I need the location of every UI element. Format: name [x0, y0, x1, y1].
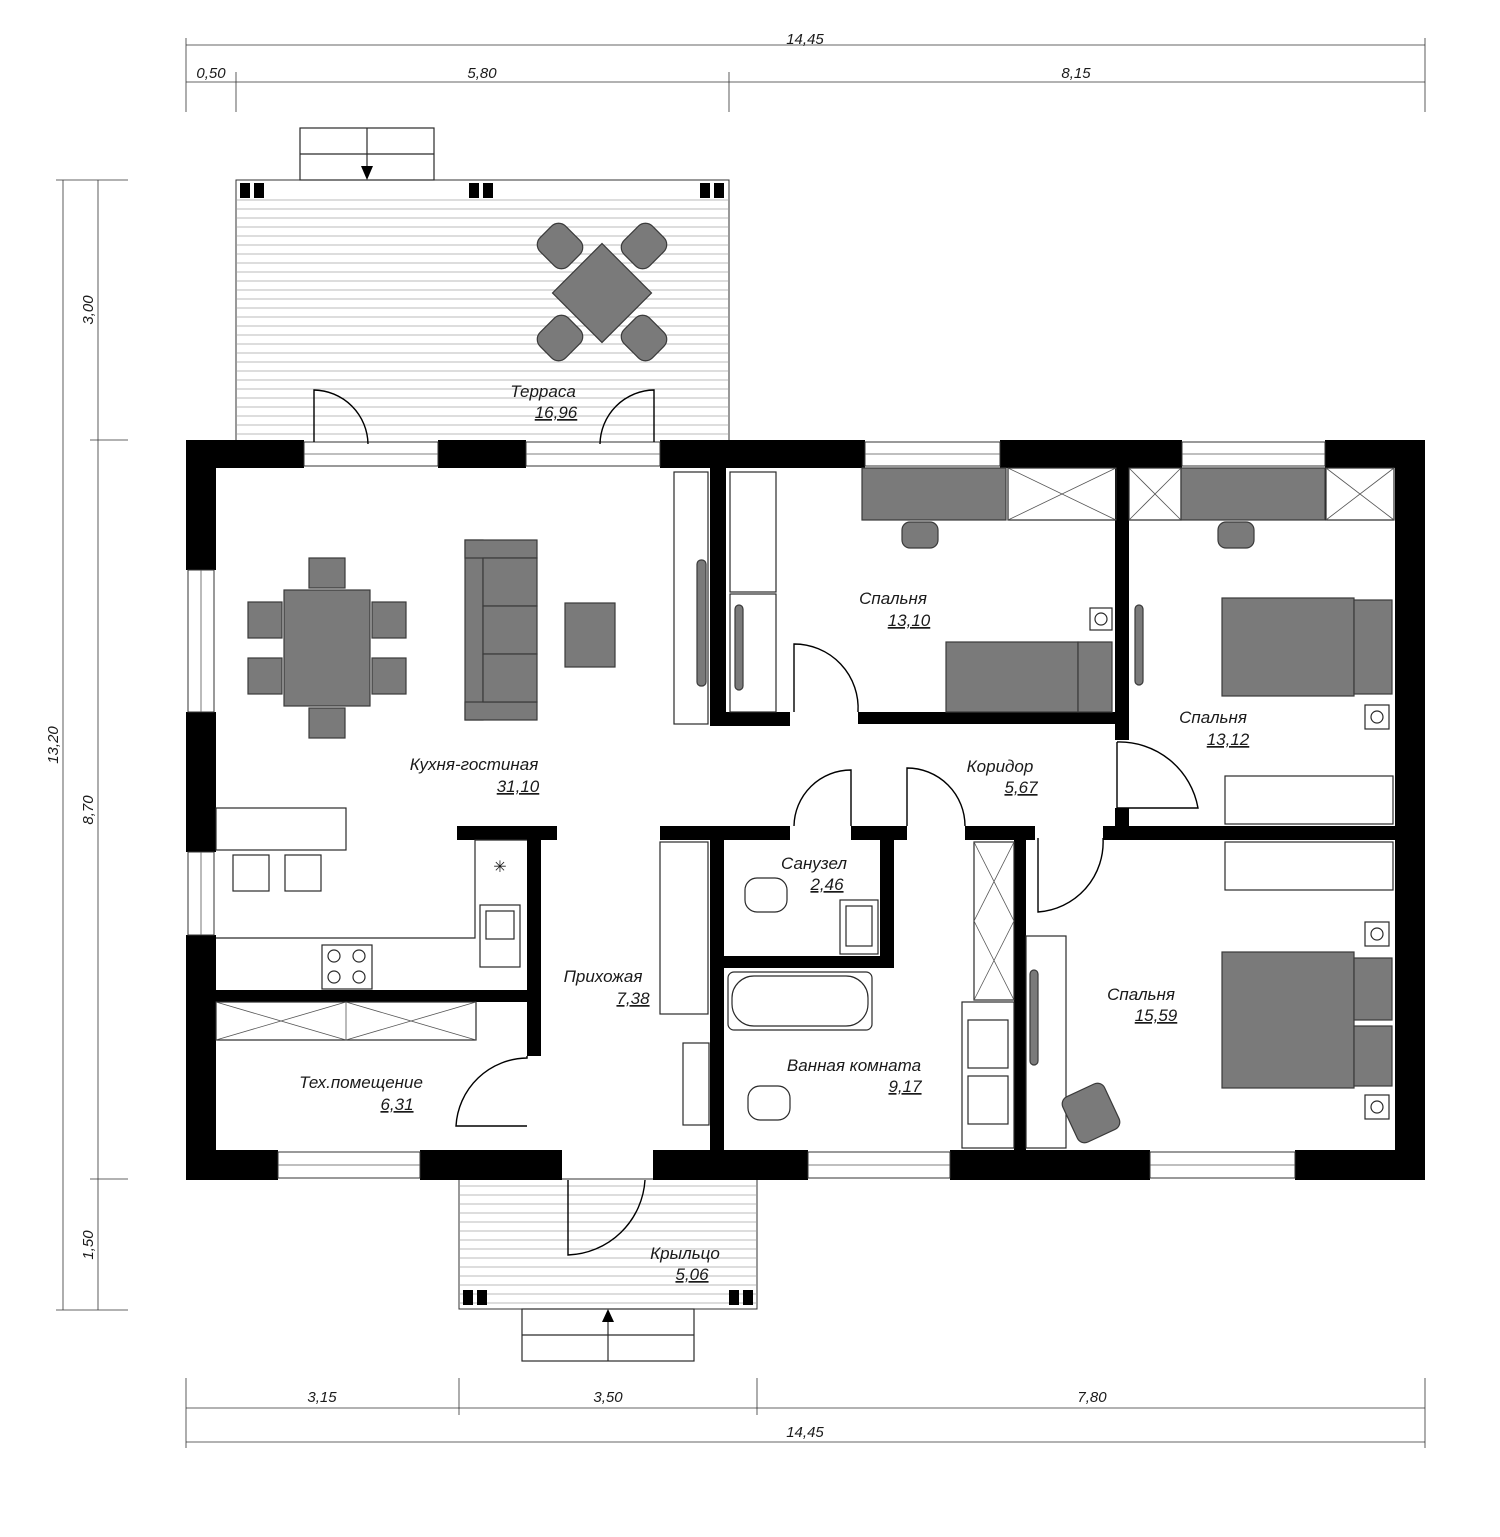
coffee-table: [564, 602, 616, 668]
kitchen-living-area: 31,10: [497, 777, 540, 796]
porch-name: Крыльцо: [650, 1244, 720, 1263]
dimension-lines: [56, 38, 1426, 1448]
bedroom3-area: 15,59: [1135, 1006, 1178, 1025]
terrace-name: Терраса: [510, 382, 576, 401]
bedroom3-name: Спальня: [1107, 985, 1175, 1004]
terrace: [235, 127, 730, 443]
terrace-area: 16,96: [535, 403, 578, 422]
dim-bottom-seg3: 7,80: [1077, 1389, 1107, 1406]
room-labels: Терраса 16,96 Кухня-гостиная 31,10 Спаль…: [299, 382, 1250, 1284]
dim-top-seg1: 0,50: [196, 65, 226, 82]
porch-area: 5,06: [675, 1265, 709, 1284]
bedroom2-area: 13,12: [1207, 730, 1250, 749]
dim-bottom-total: 14,45: [786, 1424, 824, 1441]
dim-top-seg3: 8,15: [1061, 65, 1091, 82]
hallway-area: 7,38: [616, 989, 650, 1008]
dim-bottom-seg1: 3,15: [307, 1389, 337, 1406]
hallway-wardrobe: [659, 841, 710, 1126]
doors: [313, 389, 1199, 1256]
windows: [187, 441, 1326, 1179]
bathroom-name: Ванная комната: [787, 1056, 921, 1075]
dim-top-total: 14,45: [786, 31, 824, 48]
bedroom2-name: Спальня: [1179, 708, 1247, 727]
corridor-name: Коридор: [967, 757, 1034, 776]
bedroom3-furniture: [973, 841, 1394, 1149]
dining-table: [247, 557, 407, 739]
exterior-walls: [186, 440, 1425, 1180]
dim-top-seg2: 5,80: [467, 65, 497, 82]
bedroom1-name: Спальня: [859, 589, 927, 608]
dim-left-seg3: 1,50: [80, 1230, 97, 1260]
dim-left-total: 13,20: [45, 726, 62, 764]
wc-area: 2,46: [809, 875, 844, 894]
utility-name: Тех.помещение: [299, 1073, 423, 1092]
tv-stand: [673, 471, 709, 725]
svg-text:✳: ✳: [493, 859, 506, 876]
wc-name: Санузел: [781, 854, 847, 873]
kitchen-living-name: Кухня-гостиная: [410, 755, 539, 774]
dim-left-seg2: 8,70: [80, 795, 97, 825]
utility-shelves: [215, 1001, 477, 1041]
bedroom1-area: 13,10: [888, 611, 931, 630]
utility-area: 6,31: [380, 1095, 413, 1114]
bath-fixtures: [727, 971, 1015, 1149]
sofa: [464, 539, 538, 721]
hallway-name: Прихожая: [564, 967, 643, 986]
bedroom2-furniture: [1128, 467, 1395, 825]
wc-fixtures: [744, 877, 879, 955]
bathroom-area: 9,17: [888, 1077, 922, 1096]
corridor-area: 5,67: [1004, 778, 1038, 797]
porch: [458, 1178, 758, 1362]
dim-bottom-seg2: 3,50: [593, 1389, 623, 1406]
kitchen-counter: ✳: [215, 807, 527, 990]
interior-walls: [216, 468, 1395, 1150]
terrace-table: [536, 222, 668, 362]
bedroom1-furniture: [729, 467, 1117, 713]
dim-left-seg1: 3,00: [80, 295, 97, 325]
